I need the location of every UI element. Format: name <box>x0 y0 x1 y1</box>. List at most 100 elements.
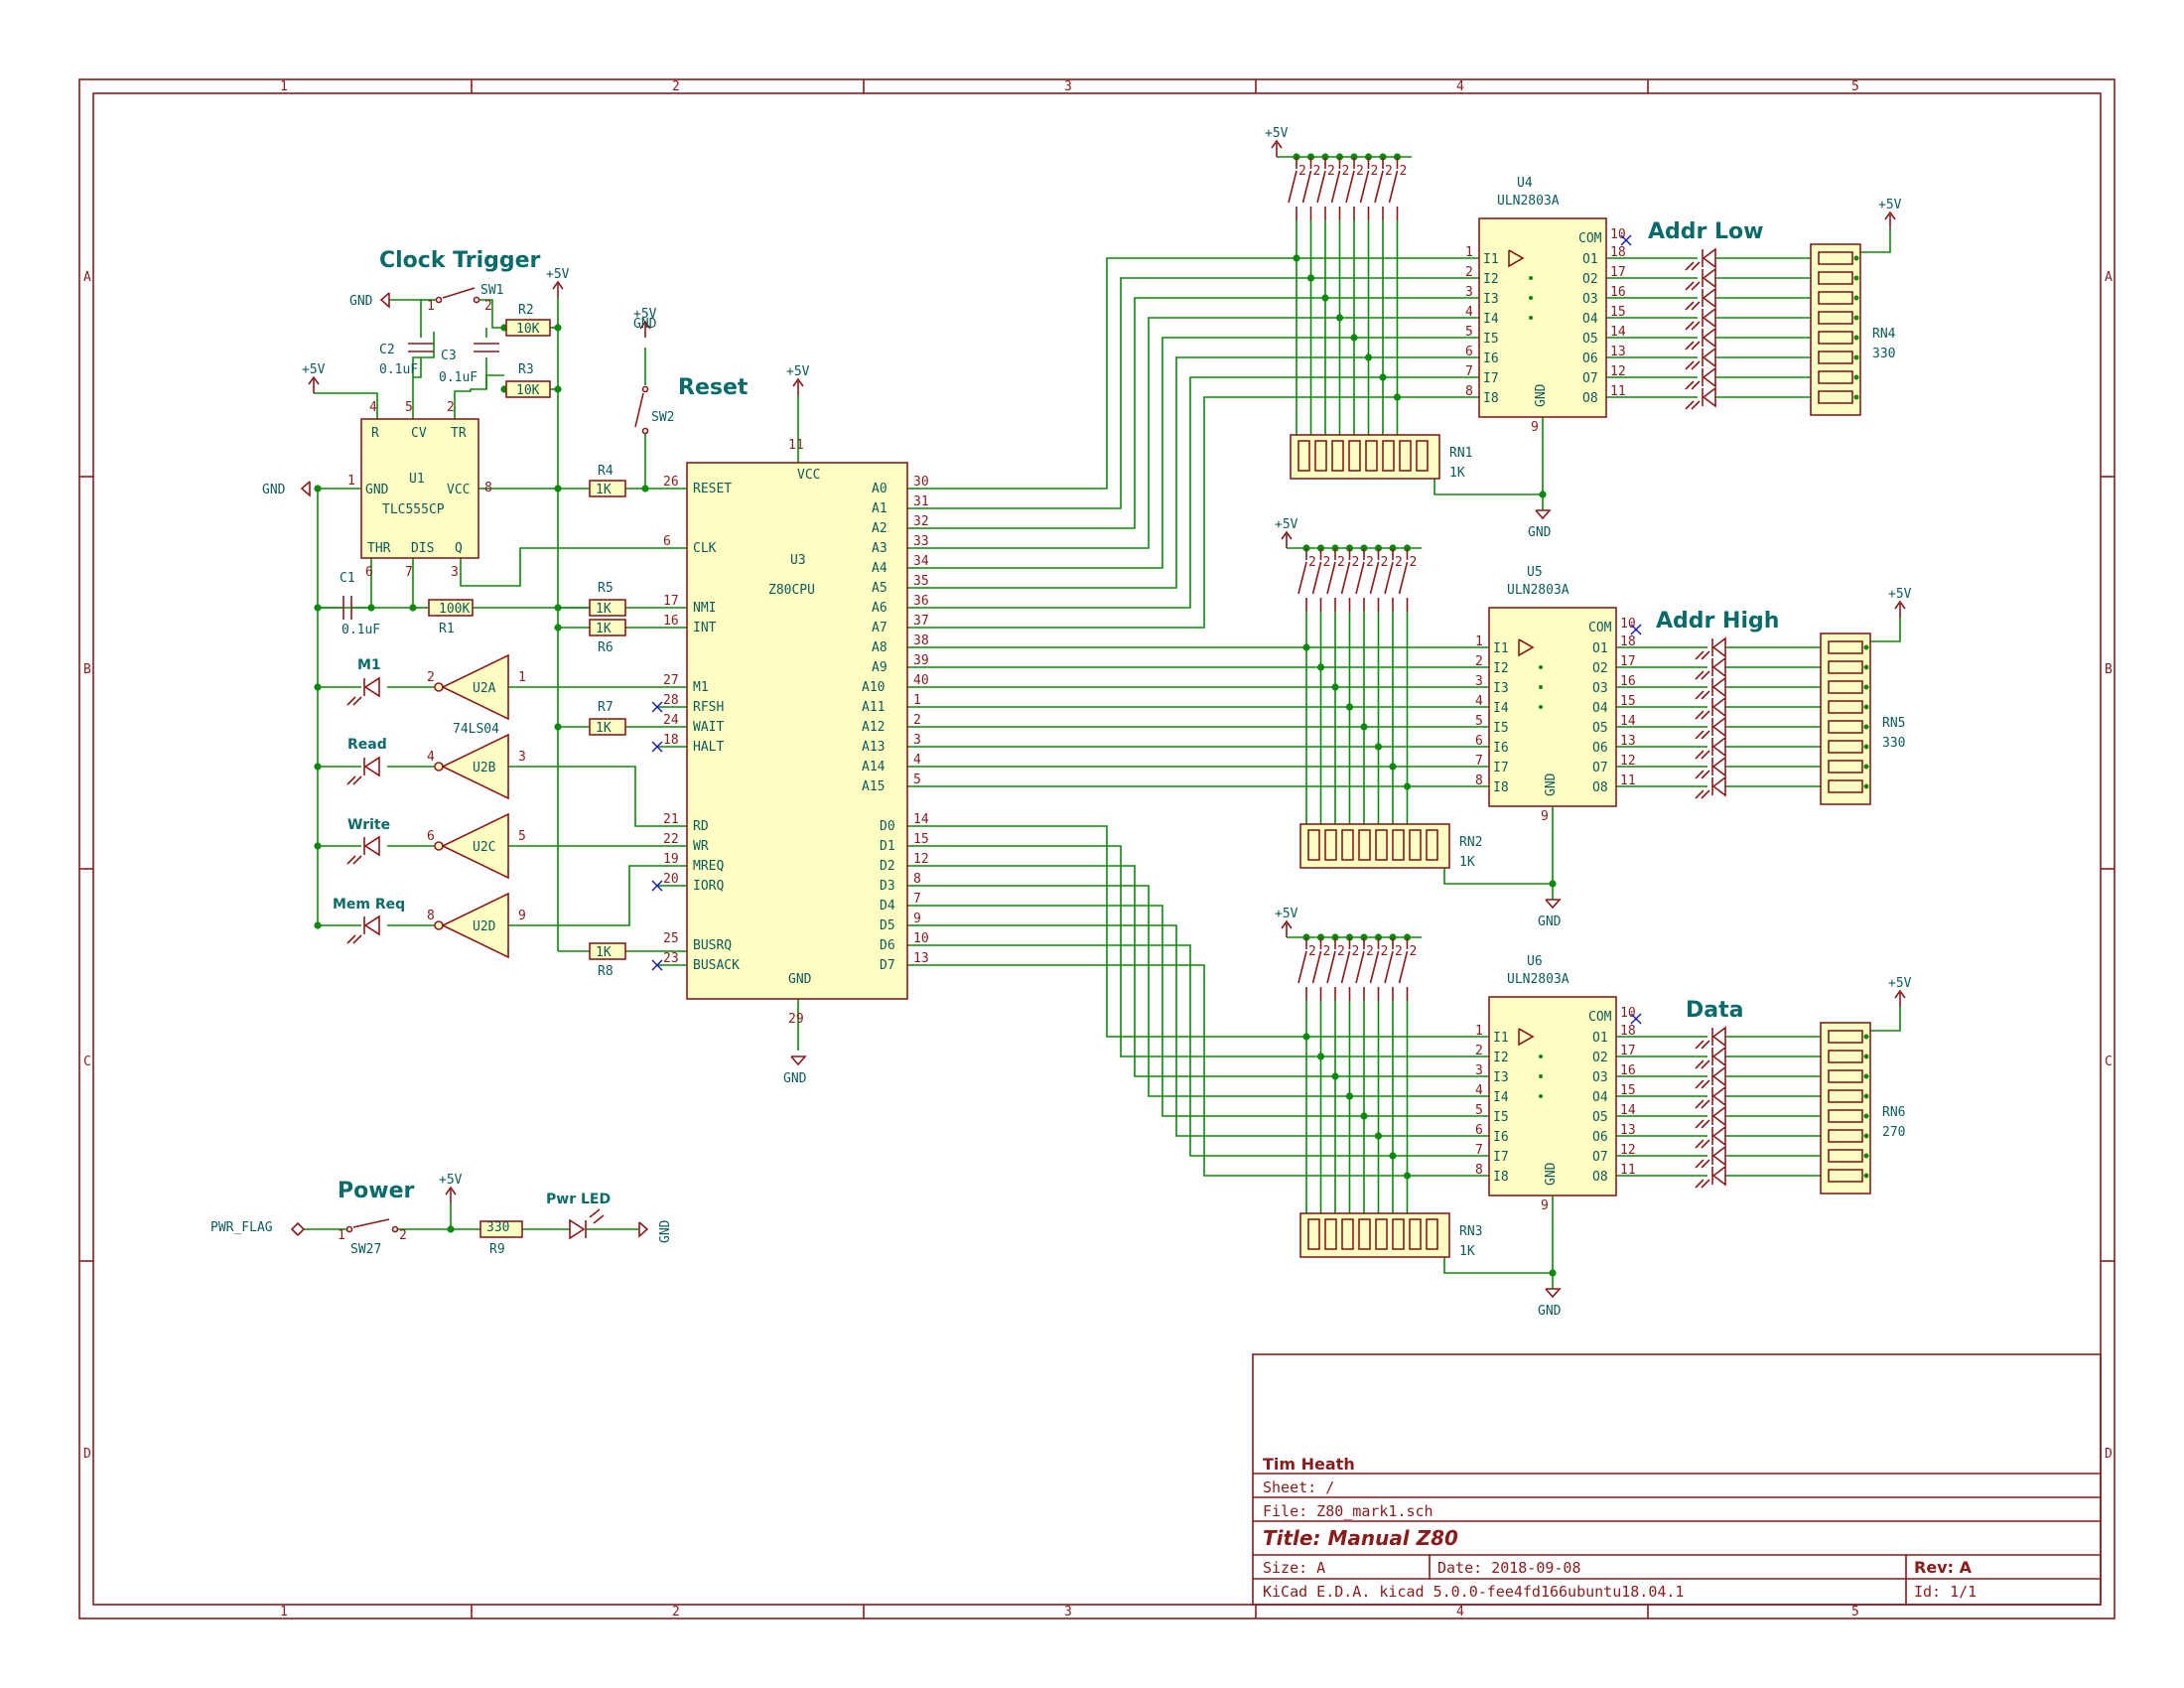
u4-in-4: I4 <box>1483 312 1499 327</box>
z80-gnd-label: GND <box>788 972 812 987</box>
u4-body[interactable] <box>1478 217 1607 418</box>
u5-body[interactable] <box>1488 607 1617 807</box>
rn1-out-pack[interactable] <box>1810 243 1861 416</box>
gnd-clock-label: GND <box>349 294 373 309</box>
u6-dot1 <box>1539 1055 1543 1058</box>
u6-body[interactable] <box>1488 996 1617 1196</box>
rn2-ref: RN2 <box>1459 835 1482 850</box>
u2-mem-req-in: 9 <box>518 909 526 923</box>
u5-led-ray-b-5 <box>1701 730 1710 740</box>
u2-m1-body[interactable] <box>441 653 509 721</box>
u4-sw-pin2: 2 <box>1400 164 1408 179</box>
r2[interactable] <box>505 319 551 337</box>
u1-pin-q: Q <box>455 541 463 556</box>
sw1-pin2: 2 <box>484 299 492 314</box>
u4-sw-vcc-label: +5V <box>1265 126 1289 141</box>
z80-pin-busack: BUSACK <box>693 958 740 973</box>
z80-pin-a10: A10 <box>862 680 885 695</box>
u6-led-ray-b-2 <box>1701 1059 1710 1069</box>
r8[interactable] <box>589 942 626 960</box>
u4-out-num: 15 <box>1610 305 1626 320</box>
u4-out-num: 17 <box>1610 265 1626 280</box>
u5-in-8: I8 <box>1493 780 1509 795</box>
r3[interactable] <box>505 380 551 398</box>
u5-dot1 <box>1539 665 1543 669</box>
label-write: Write <box>347 817 390 833</box>
u3-z80-body[interactable] <box>686 462 908 1000</box>
u5-led-ray-a-4 <box>1695 710 1705 720</box>
z80-pin-num: 10 <box>913 931 929 946</box>
rn3-out-dot <box>1863 1054 1869 1059</box>
rn3-el <box>1324 1218 1337 1250</box>
rn4-ref: RN4 <box>1872 327 1896 342</box>
u6-sw-lever <box>1355 950 1365 984</box>
u4-com: COM <box>1578 231 1602 246</box>
tb-file: File: Z80_mark1.sch <box>1263 1502 1433 1520</box>
rn3-out-dot <box>1863 1093 1869 1099</box>
u4-gnd-symbol <box>1535 509 1552 520</box>
rn2-out-dot <box>1863 704 1869 710</box>
rn1-out-el <box>1818 390 1853 404</box>
rn2-out-pack[interactable] <box>1820 633 1871 805</box>
u2-read-body[interactable] <box>441 733 509 800</box>
r1[interactable] <box>428 599 474 617</box>
u1-pin8-num: 8 <box>484 481 492 495</box>
z80-pin-num: 2 <box>913 713 921 728</box>
u5-gnd-txt: GND <box>1544 773 1559 796</box>
r9-ref: R9 <box>489 1242 505 1257</box>
u6-led-4 <box>1711 1085 1726 1107</box>
heading-addr-low: Addr Low <box>1648 219 1764 244</box>
r4[interactable] <box>589 480 626 497</box>
u5-gnd-symbol <box>1545 899 1562 910</box>
wire <box>1870 1007 1901 1032</box>
r2-ref: R2 <box>518 303 534 318</box>
z80-pin-d0: D0 <box>880 819 895 834</box>
z80-pin-num: 32 <box>913 514 929 529</box>
led-write-ray-a <box>346 855 356 865</box>
u4-value: ULN2803A <box>1497 194 1560 209</box>
sw1-pin1: 1 <box>427 299 435 314</box>
u4-led-ray-b-1 <box>1691 261 1701 271</box>
rn1-out-dot <box>1853 394 1859 400</box>
u4-com-nc-b <box>1620 234 1632 246</box>
u5-sw-pin2: 2 <box>1323 555 1331 570</box>
r5[interactable] <box>589 599 626 617</box>
col-label-bottom: 2 <box>672 1605 680 1619</box>
z80-pin-num: 13 <box>913 951 929 966</box>
r9-body[interactable] <box>479 1220 523 1238</box>
u4-led-ray-a-2 <box>1685 281 1695 291</box>
led-read-body <box>363 756 380 777</box>
rn1-out-dot <box>1853 315 1859 321</box>
r6[interactable] <box>589 619 626 636</box>
rn3-out-pack[interactable] <box>1820 1022 1871 1195</box>
z80-pins: RESET26CLK6NMI17INT16M127RFSH28WAIT24HAL… <box>663 438 929 1027</box>
u5-in-num: 7 <box>1475 754 1483 769</box>
rn3-el <box>1392 1218 1405 1250</box>
u2-mem-req-bubble <box>434 920 444 930</box>
z80-pin-num: 30 <box>913 475 929 490</box>
rn1-out-el <box>1818 251 1853 265</box>
pwr-flag-symbol <box>290 1221 306 1236</box>
u5-buffer <box>1518 638 1535 657</box>
rn3-out-vcc-label: +5V <box>1888 976 1912 991</box>
u6-sw-lever <box>1326 950 1336 984</box>
u6-gnd-symbol <box>1545 1288 1562 1299</box>
u6-in-1: I1 <box>1493 1031 1509 1046</box>
r7[interactable] <box>589 718 626 736</box>
u6-led-ray-a-5 <box>1695 1119 1705 1129</box>
u5-led-ray-b-6 <box>1701 750 1710 760</box>
u5-sw-vcc-arrow <box>1281 530 1293 540</box>
u5-out-num: 18 <box>1620 634 1636 649</box>
u1-ref: U1 <box>409 472 425 487</box>
u6-sw-vcc-label: +5V <box>1275 907 1298 921</box>
r3-ref: R3 <box>518 362 534 377</box>
u2-mem-req-body[interactable] <box>441 892 509 959</box>
u5-in-num: 2 <box>1475 654 1483 669</box>
u1-body[interactable] <box>360 418 479 559</box>
u2-write-body[interactable] <box>441 812 509 880</box>
title-block: Tim Heath Sheet: / File: Z80_mark1.sch T… <box>1252 1353 2102 1606</box>
u5-sw-pin2: 2 <box>1410 555 1418 570</box>
z80-pin-num: 19 <box>663 852 679 867</box>
u5-led-2 <box>1711 656 1726 678</box>
